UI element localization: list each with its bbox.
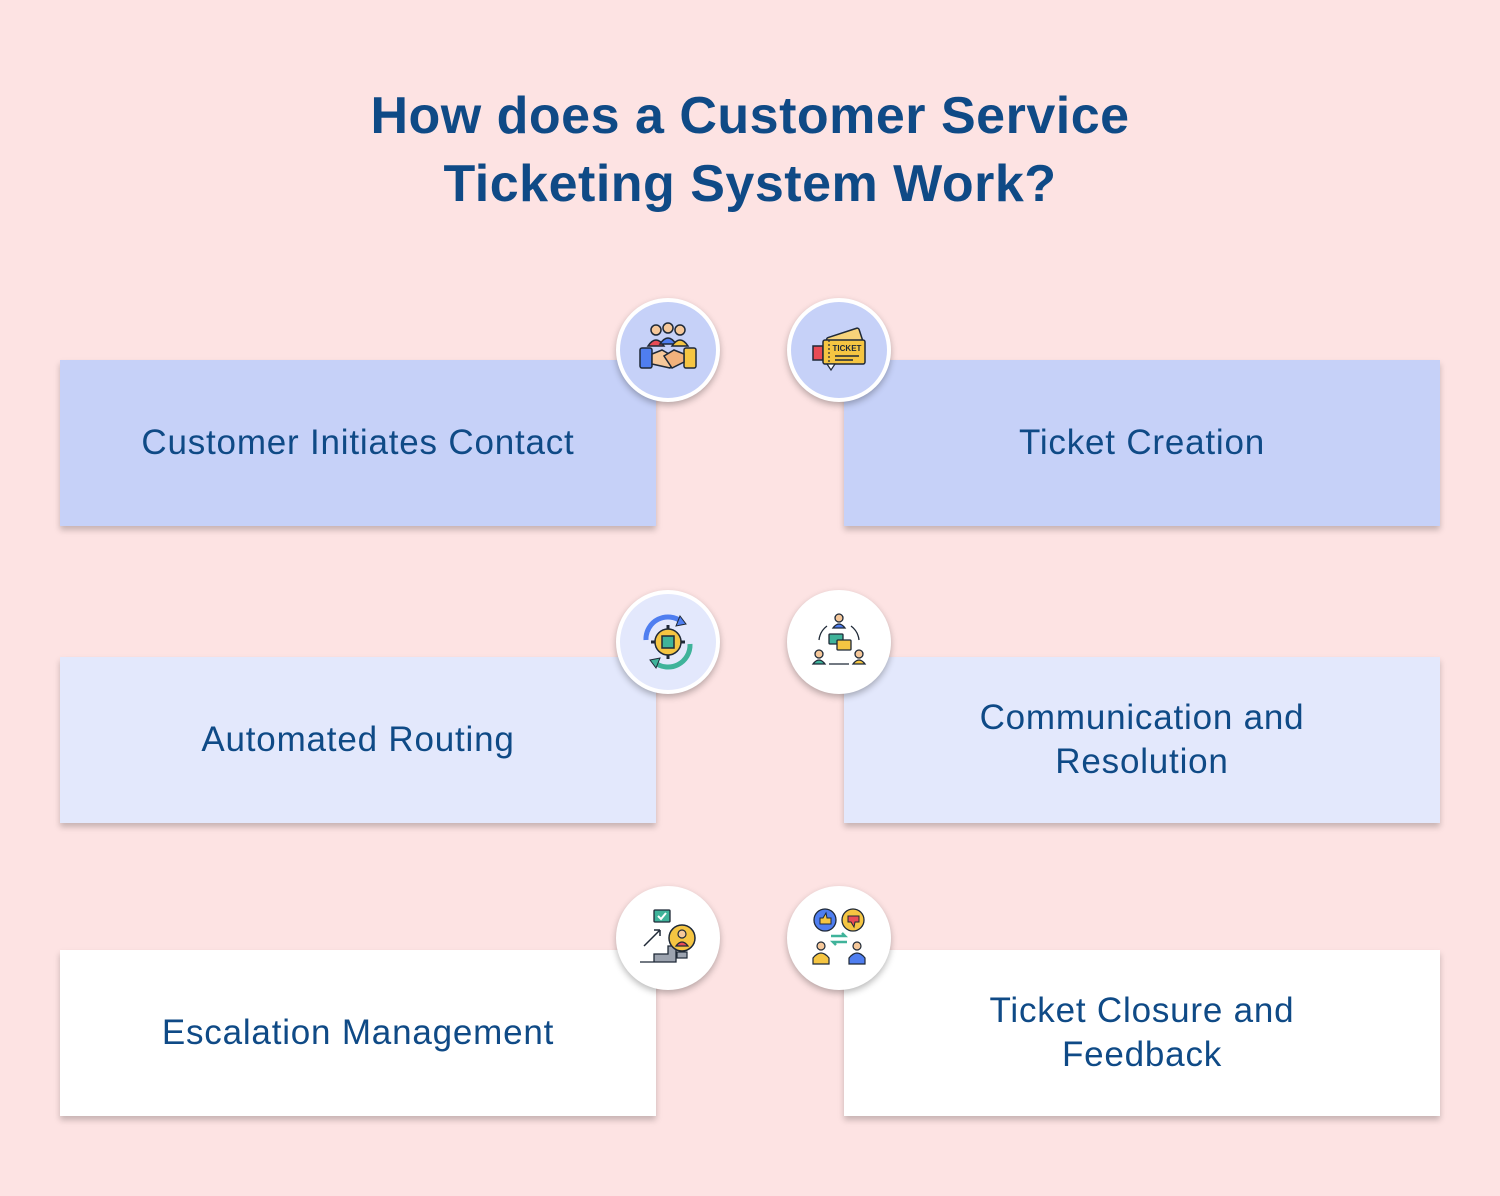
handshake-team-icon bbox=[639, 322, 697, 369]
ticket-icon-text: TICKET bbox=[833, 344, 862, 353]
step-icon-badge-1 bbox=[616, 298, 720, 402]
step-icon-badge-4 bbox=[787, 590, 891, 694]
step-card-customer-initiates-contact: Customer Initiates Contact bbox=[60, 360, 656, 526]
step-icon-badge-6 bbox=[787, 886, 891, 990]
step-label: Customer Initiates Contact bbox=[141, 423, 575, 462]
feedback-thumbs-icon bbox=[812, 908, 866, 965]
step-label: Automated Routing bbox=[201, 720, 515, 759]
step-icon-badge-2: TICKET bbox=[787, 298, 891, 402]
page-title: How does a Customer Service Ticketing Sy… bbox=[0, 82, 1500, 218]
step-label: Communication and Resolution bbox=[979, 698, 1305, 781]
step-card-automated-routing: Automated Routing bbox=[60, 657, 656, 823]
gear-cycle-icon bbox=[643, 614, 693, 670]
step-icon-badge-3 bbox=[616, 590, 720, 694]
page-title-line-1: How does a Customer Service bbox=[370, 87, 1130, 145]
ticket-icon: TICKET bbox=[812, 327, 866, 372]
step-label: Escalation Management bbox=[161, 1013, 555, 1052]
team-chat-icon bbox=[811, 613, 867, 665]
step-icon-badge-5 bbox=[616, 886, 720, 990]
step-card-escalation-management: Escalation Management bbox=[60, 950, 656, 1116]
step-label: Ticket Creation bbox=[1018, 423, 1266, 462]
step-label: Ticket Closure and Feedback bbox=[989, 991, 1295, 1074]
step-card-ticket-creation: Ticket Creation bbox=[844, 360, 1440, 526]
escalation-stairs-icon bbox=[640, 909, 696, 963]
page-title-line-2: Ticketing System Work? bbox=[443, 155, 1057, 213]
step-card-ticket-closure-and-feedback: Ticket Closure and Feedback bbox=[844, 950, 1440, 1116]
step-card-communication-and-resolution: Communication and Resolution bbox=[844, 657, 1440, 823]
